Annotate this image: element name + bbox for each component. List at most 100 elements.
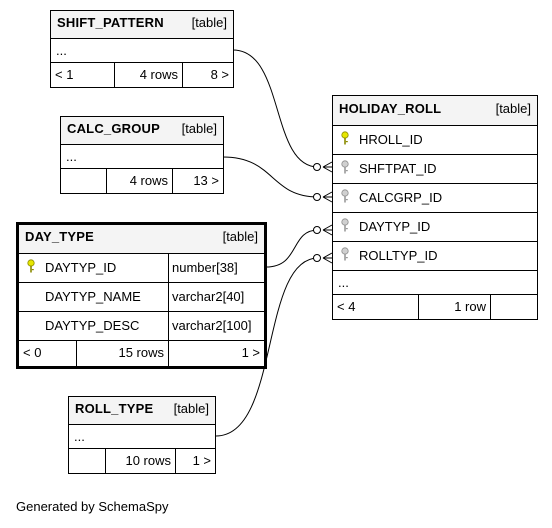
column-row-calcgrp-id[interactable]: CALCGRP_ID [333, 184, 537, 213]
column-row-daytyp-desc[interactable]: DAYTYP_DESC varchar2[100] [19, 312, 264, 341]
row-count-cell: 15 rows [77, 341, 169, 366]
table-name: ROLL_TYPE [75, 401, 154, 416]
row-count: 4 rows [139, 67, 178, 82]
edge-end-circle [313, 163, 321, 171]
column-type: varchar2[40] [172, 289, 245, 304]
table-roll-type[interactable]: ROLL_TYPE [table] ... 10 rows 1 > [68, 396, 216, 474]
column-name: ROLLTYP_ID [359, 248, 438, 263]
table-type-label: [table] [222, 229, 258, 244]
table-day-type[interactable]: DAY_TYPE [table] DAYTYP_ID number[38] DA… [16, 222, 267, 369]
table-header: ROLL_TYPE [table] [69, 397, 215, 425]
children-count-cell [491, 295, 537, 319]
table-footer: 10 rows 1 > [69, 449, 215, 473]
parents-count: < 4 [337, 299, 356, 314]
generated-by-footer: Generated by SchemaSpy [16, 499, 169, 514]
parents-count-cell: < 1 [51, 63, 115, 87]
children-count-cell: 8 > [183, 63, 233, 87]
table-name: SHIFT_PATTERN [57, 15, 164, 30]
column-name-cell: DAYTYP_ID [19, 254, 169, 282]
column-name: DAYTYP_ID [359, 219, 431, 234]
column-type-cell: varchar2[40] [169, 283, 264, 311]
column-name: DAYTYP_NAME [45, 289, 141, 304]
table-type-label: [table] [191, 15, 227, 30]
parents-count-cell [61, 169, 107, 193]
table-type-label: [table] [181, 121, 217, 136]
more-columns-ellipsis: ... [74, 429, 85, 444]
more-columns-row: ... [69, 425, 215, 449]
primary-key-icon [341, 131, 349, 145]
more-columns-ellipsis: ... [56, 43, 67, 58]
edge-end-circle [313, 226, 321, 234]
parents-count-cell: < 0 [19, 341, 77, 366]
column-name: DAYTYP_ID [45, 260, 117, 275]
table-header: HOLIDAY_ROLL [table] [333, 96, 537, 126]
column-name-cell: DAYTYP_NAME [19, 283, 169, 311]
row-count: 15 rows [118, 345, 164, 360]
table-calc-group[interactable]: CALC_GROUP [table] ... 4 rows 13 > [60, 116, 224, 194]
crowfoot-marker [322, 224, 333, 236]
parents-count: < 0 [23, 345, 42, 360]
table-holiday-roll[interactable]: HOLIDAY_ROLL [table] HROLL_ID SHFTPAT_ID… [332, 95, 538, 320]
foreign-key-icon [341, 247, 349, 261]
table-header: CALC_GROUP [table] [61, 117, 223, 145]
children-count: 1 > [241, 345, 260, 360]
table-header: DAY_TYPE [table] [19, 225, 264, 254]
parents-count-cell [69, 449, 106, 473]
column-row-daytyp-name[interactable]: DAYTYP_NAME varchar2[40] [19, 283, 264, 312]
edge-calc-group-holiday-roll [222, 156, 319, 198]
primary-key-icon [27, 259, 35, 273]
row-count: 10 rows [125, 453, 171, 468]
table-footer: < 4 1 row [333, 295, 537, 319]
table-header: SHIFT_PATTERN [table] [51, 11, 233, 39]
more-columns-row: ... [61, 145, 223, 169]
column-type-cell: varchar2[100] [169, 312, 264, 340]
column-name-cell: DAYTYP_DESC [19, 312, 169, 340]
crowfoot-marker [322, 252, 333, 264]
column-row-daytyp-id[interactable]: DAYTYP_ID number[38] [19, 254, 264, 283]
row-count: 1 row [454, 299, 486, 314]
column-row-daytyp-id[interactable]: DAYTYP_ID [333, 213, 537, 242]
foreign-key-icon [341, 160, 349, 174]
table-type-label: [table] [495, 101, 531, 116]
edge-end-circle [313, 254, 321, 262]
foreign-key-icon [341, 218, 349, 232]
table-name: DAY_TYPE [25, 229, 95, 244]
children-count: 13 > [193, 173, 219, 188]
more-columns-ellipsis: ... [338, 275, 349, 290]
table-footer: < 0 15 rows 1 > [19, 341, 264, 366]
children-count-cell: 1 > [169, 341, 264, 366]
table-footer: < 1 4 rows 8 > [51, 63, 233, 87]
table-footer: 4 rows 13 > [61, 169, 223, 193]
column-type-cell: number[38] [169, 254, 264, 282]
row-count-cell: 4 rows [115, 63, 183, 87]
parents-count-cell: < 4 [333, 295, 419, 319]
table-shift-pattern[interactable]: SHIFT_PATTERN [table] ... < 1 4 rows 8 > [50, 10, 234, 88]
children-count-cell: 1 > [176, 449, 215, 473]
crowfoot-marker [322, 161, 333, 173]
row-count-cell: 4 rows [107, 169, 173, 193]
parents-count: < 1 [55, 67, 74, 82]
column-row-rolltyp-id[interactable]: ROLLTYP_ID [333, 242, 537, 271]
table-name: CALC_GROUP [67, 121, 161, 136]
row-count: 4 rows [129, 173, 168, 188]
row-count-cell: 10 rows [106, 449, 176, 473]
more-columns-row: ... [333, 271, 537, 295]
column-row-hroll-id[interactable]: HROLL_ID [333, 126, 537, 155]
column-name: HROLL_ID [359, 132, 423, 147]
children-count: 1 > [192, 453, 211, 468]
more-columns-ellipsis: ... [66, 149, 77, 164]
more-columns-row: ... [51, 39, 233, 63]
column-name: DAYTYP_DESC [45, 318, 140, 333]
edge-day-type-holiday-roll [265, 229, 319, 268]
column-row-shftpat-id[interactable]: SHFTPAT_ID [333, 155, 537, 184]
children-count-cell: 13 > [173, 169, 223, 193]
table-type-label: [table] [173, 401, 209, 416]
children-count: 8 > [210, 67, 229, 82]
edge-end-circle [313, 193, 321, 201]
column-type: number[38] [172, 260, 238, 275]
edge-roll-type-holiday-roll [215, 257, 319, 437]
table-name: HOLIDAY_ROLL [339, 101, 442, 116]
column-type: varchar2[100] [172, 318, 252, 333]
column-name: CALCGRP_ID [359, 190, 443, 205]
